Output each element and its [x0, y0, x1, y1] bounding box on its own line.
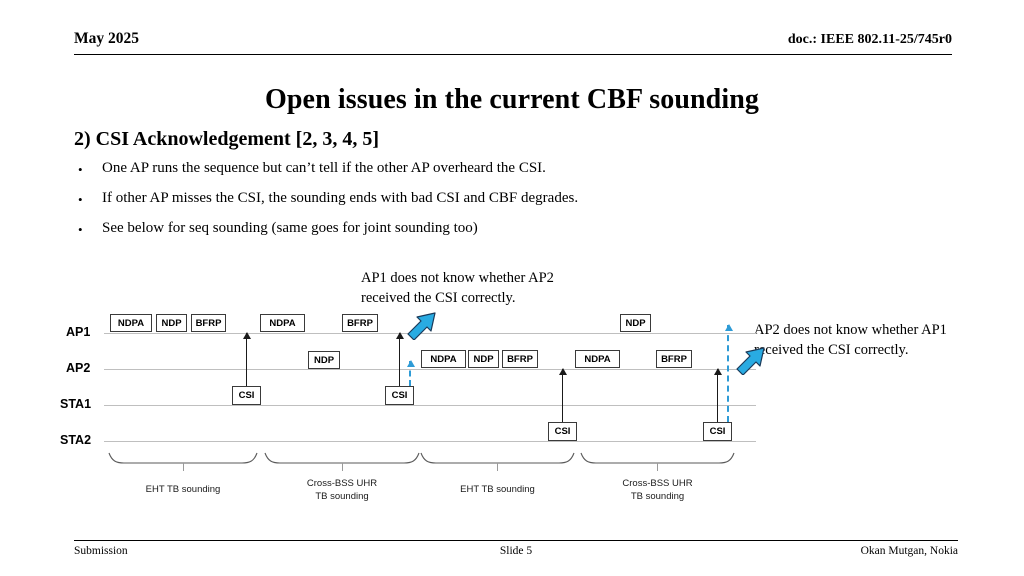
timeline-ap1 [104, 333, 756, 334]
footer-right: Okan Mutgan, Nokia [860, 545, 958, 557]
bullet-dot-icon: • [78, 162, 83, 177]
packet-csi: CSI [548, 422, 577, 441]
bullet-text: One AP runs the sequence but can’t tell … [102, 160, 546, 176]
packet-ndpa: NDPA [110, 314, 152, 332]
slide-header: May 2025 doc.: IEEE 802.11-25/745r0 [74, 30, 952, 56]
brace-label-3: EHT TB sounding [420, 483, 575, 496]
packet-ndpa: NDPA [575, 350, 620, 368]
csi-arrow-sta2-to-ap2 [558, 368, 567, 422]
packet-bfrp: BFRP [656, 350, 692, 368]
timeline-ap2 [104, 369, 756, 370]
row-label-ap1: AP1 [66, 325, 91, 339]
packet-csi: CSI [232, 386, 261, 405]
packet-csi: CSI [385, 386, 414, 405]
brace-label-4: Cross-BSS UHR TB sounding [580, 477, 735, 503]
row-label-sta2: STA2 [60, 433, 92, 447]
csi-overhear-arrow-ap1 [724, 324, 733, 422]
highlight-arrow-icon [406, 310, 440, 341]
list-item: • If other AP misses the CSI, the soundi… [74, 190, 934, 220]
csi-arrow-sta2-to-ap2 [713, 368, 722, 422]
annotation-ap2-line2: received the CSI correctly. [754, 342, 909, 358]
brace-label-2: Cross-BSS UHR TB sounding [264, 477, 420, 503]
brace-label-4-line2: TB sounding [630, 491, 685, 502]
brace-label-1: EHT TB sounding [108, 483, 258, 496]
footer-rule [74, 540, 958, 541]
packet-ndpa: NDPA [260, 314, 305, 332]
list-item: • One AP runs the sequence but can’t tel… [74, 160, 934, 190]
bullet-text: See below for seq sounding (same goes fo… [102, 220, 478, 236]
footer-left: Submission [74, 545, 128, 557]
annotation-ap1: AP1 does not know whether AP2 received t… [361, 268, 554, 308]
annotation-ap1-line1: AP1 does not know whether AP2 [361, 270, 554, 286]
packet-ndp: NDP [308, 351, 340, 369]
bullet-list: • One AP runs the sequence but can’t tel… [74, 160, 934, 250]
timeline-sta1 [104, 405, 756, 406]
brace-tick-1 [183, 463, 184, 471]
brace-label-4-line1: Cross-BSS UHR [622, 478, 693, 489]
timeline-sta2 [104, 441, 756, 442]
packet-bfrp: BFRP [342, 314, 378, 332]
brace-tick-2 [342, 463, 343, 471]
csi-arrow-sta1-to-ap1 [395, 332, 404, 386]
csi-arrow-sta1-to-ap1 [242, 332, 251, 386]
section-title: 2) CSI Acknowledgement [2, 3, 4, 5] [74, 128, 379, 150]
csi-overhear-arrow-ap2 [406, 360, 415, 386]
brace-tick-4 [657, 463, 658, 471]
brace-label-2-line1: Cross-BSS UHR [306, 478, 378, 489]
brace-tick-3 [497, 463, 498, 471]
annotation-ap2-line1: AP2 does not know whether AP1 [754, 322, 947, 338]
row-label-sta1: STA1 [60, 397, 92, 411]
brace-label-3-line1: EHT TB sounding [460, 484, 535, 495]
packet-ndpa: NDPA [421, 350, 466, 368]
list-item: • See below for seq sounding (same goes … [74, 220, 934, 250]
row-label-ap2: AP2 [66, 361, 91, 375]
page-title: Open issues in the current CBF sounding [265, 84, 759, 115]
header-date: May 2025 [74, 30, 140, 47]
brace-label-2-line2: TB sounding [315, 491, 369, 502]
header-rule [74, 54, 952, 55]
packet-csi: CSI [703, 422, 732, 441]
annotation-ap1-line2: received the CSI correctly. [361, 290, 516, 306]
footer-center: Slide 5 [499, 545, 533, 557]
annotation-ap2: AP2 does not know whether AP1 received t… [754, 320, 947, 360]
highlight-arrow-icon [735, 345, 769, 376]
bullet-text: If other AP misses the CSI, the sounding… [102, 190, 579, 206]
packet-bfrp: BFRP [191, 314, 226, 332]
brace-label-1-line1: EHT TB sounding [145, 484, 221, 495]
packet-ndp: NDP [156, 314, 187, 332]
packet-bfrp: BFRP [502, 350, 538, 368]
packet-ndp: NDP [620, 314, 651, 332]
packet-ndp: NDP [468, 350, 499, 368]
bullet-dot-icon: • [78, 192, 83, 207]
bullet-dot-icon: • [78, 222, 83, 237]
header-doc-id: doc.: IEEE 802.11-25/745r0 [787, 32, 952, 47]
